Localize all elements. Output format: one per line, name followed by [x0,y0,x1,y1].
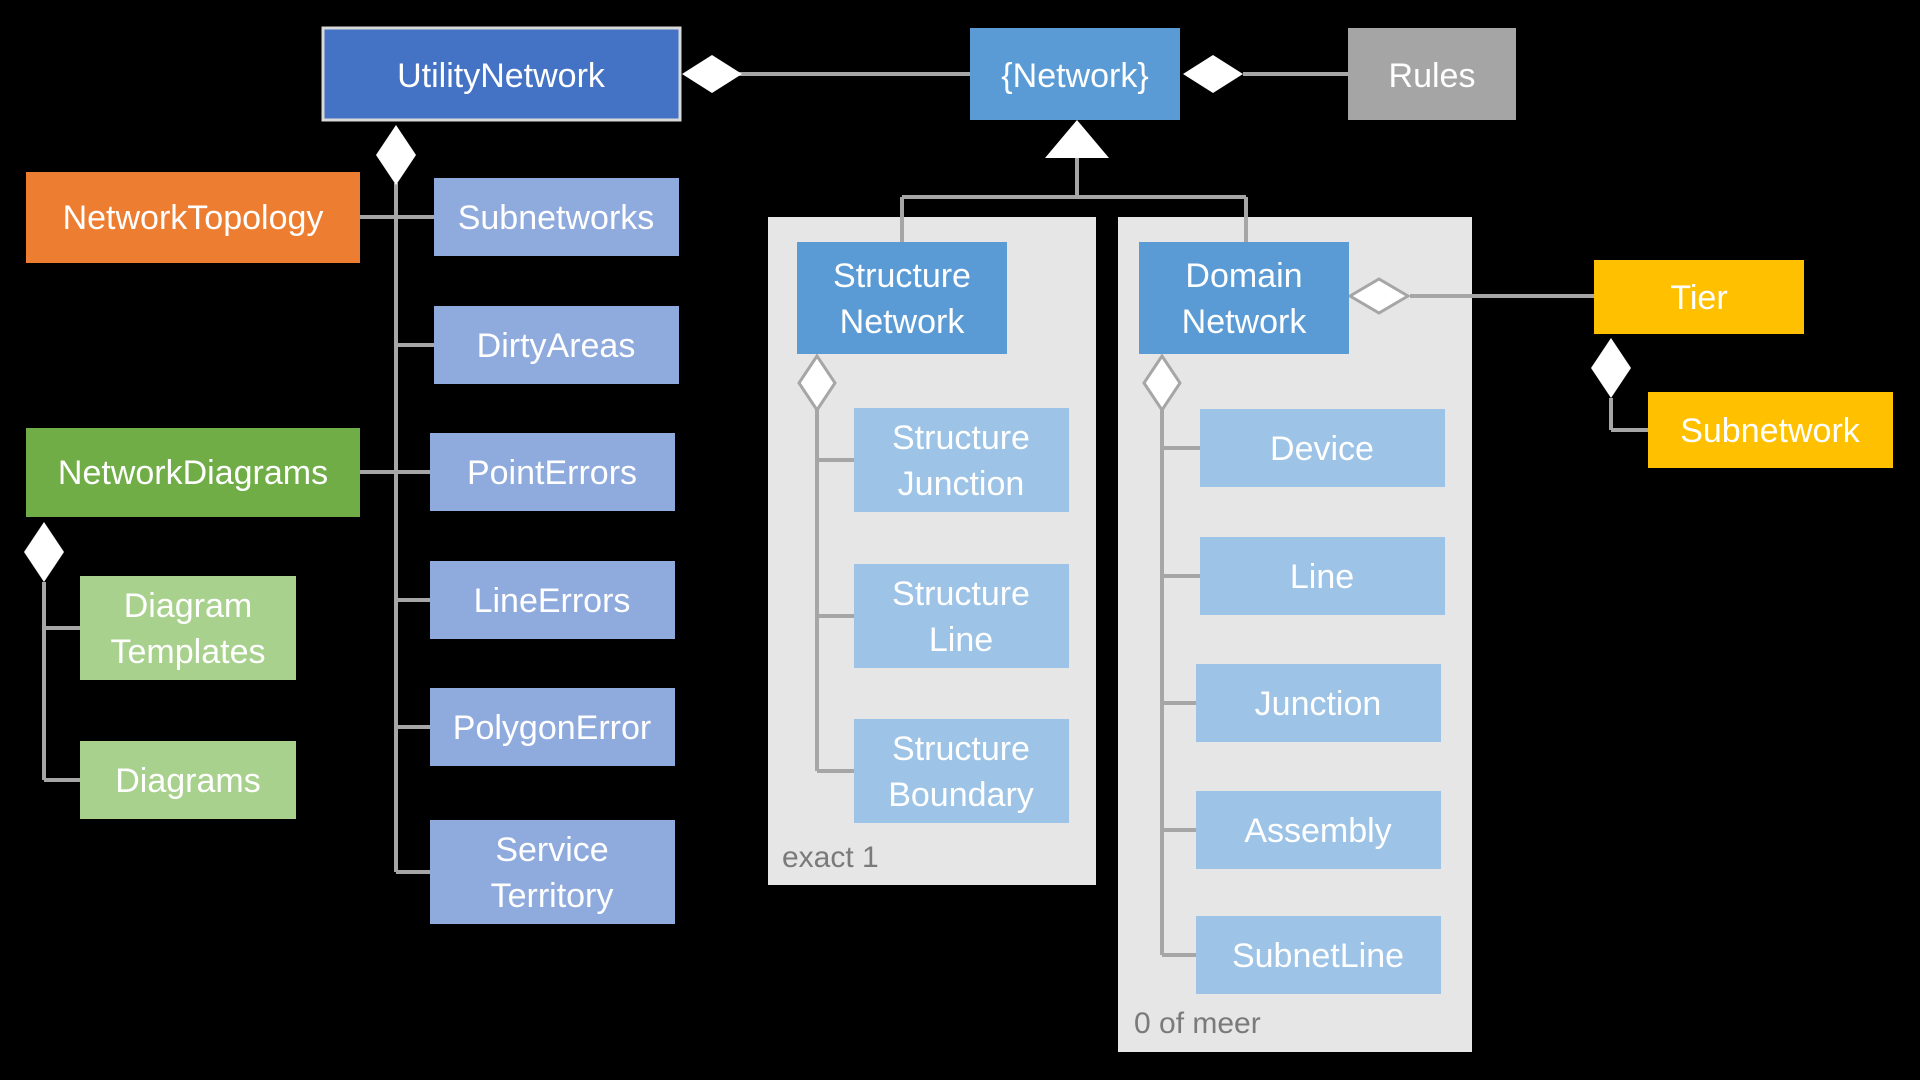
device-box [1200,409,1445,487]
structure-group-caption: exact 1 [782,841,879,874]
subnetworks-label: Subnetworks [458,199,655,237]
subnetwork-label: Subnetwork [1680,412,1861,450]
network-diagrams-label: NetworkDiagrams [58,454,328,492]
utility-network-label: UtilityNetwork [397,57,606,95]
junction-box [1196,664,1441,742]
tier-label: Tier [1670,279,1727,317]
composition-diamond-icon [1591,338,1631,398]
structure-boundary-box [854,719,1069,823]
junction-label: Junction [1255,685,1382,723]
structure-line-box [854,564,1069,668]
utility-network-box [321,26,682,122]
network-box [970,28,1180,120]
diagrams-label: Diagrams [115,762,260,800]
aggregation-diamond-icon [1347,277,1411,315]
structure-network-box [797,242,1007,354]
connector-lines [42,72,1648,957]
subnet-line-box [1196,916,1441,994]
generalization-arrow-icon [1045,120,1109,158]
polygon-error-box [430,688,675,766]
line-errors-box [430,561,675,639]
tier-box [1594,260,1804,334]
dirty-areas-label: DirtyAreas [477,327,636,365]
network-topology-box [26,172,360,263]
diagrams-box [80,741,296,819]
composition-diamond-icon [1183,55,1243,93]
line-label: Line [1290,558,1354,596]
network-label: {Network} [1001,57,1148,95]
composition-diamond-icon [682,55,742,93]
composition-diamond-icon [24,522,64,582]
diagram-templates-box [80,576,296,680]
polygon-error-label: PolygonError [453,709,651,747]
point-errors-label: PointErrors [467,454,637,492]
subnet-line-label: SubnetLine [1232,937,1404,975]
composition-diamond-icon [376,125,416,185]
rules-label: Rules [1389,57,1476,95]
network-topology-label: NetworkTopology [63,199,324,237]
assembly-box [1196,791,1441,869]
domain-group-caption: 0 of meer [1134,1007,1261,1040]
line-box [1200,537,1445,615]
domain-group-box [1118,217,1472,1052]
domain-network-box [1139,242,1349,354]
device-label: Device [1270,430,1374,468]
rules-box [1348,28,1516,120]
structure-junction-box [854,408,1069,512]
subnetwork-box [1648,392,1893,468]
aggregation-diamond-icon [797,353,837,413]
point-errors-box [430,433,675,511]
assembly-label: Assembly [1244,812,1391,850]
aggregation-diamond-icon [1142,353,1182,413]
service-territory-box [430,820,675,924]
dirty-areas-box [434,306,679,384]
subnetworks-box [434,178,679,256]
line-errors-label: LineErrors [474,582,631,620]
network-diagrams-box [26,428,360,517]
